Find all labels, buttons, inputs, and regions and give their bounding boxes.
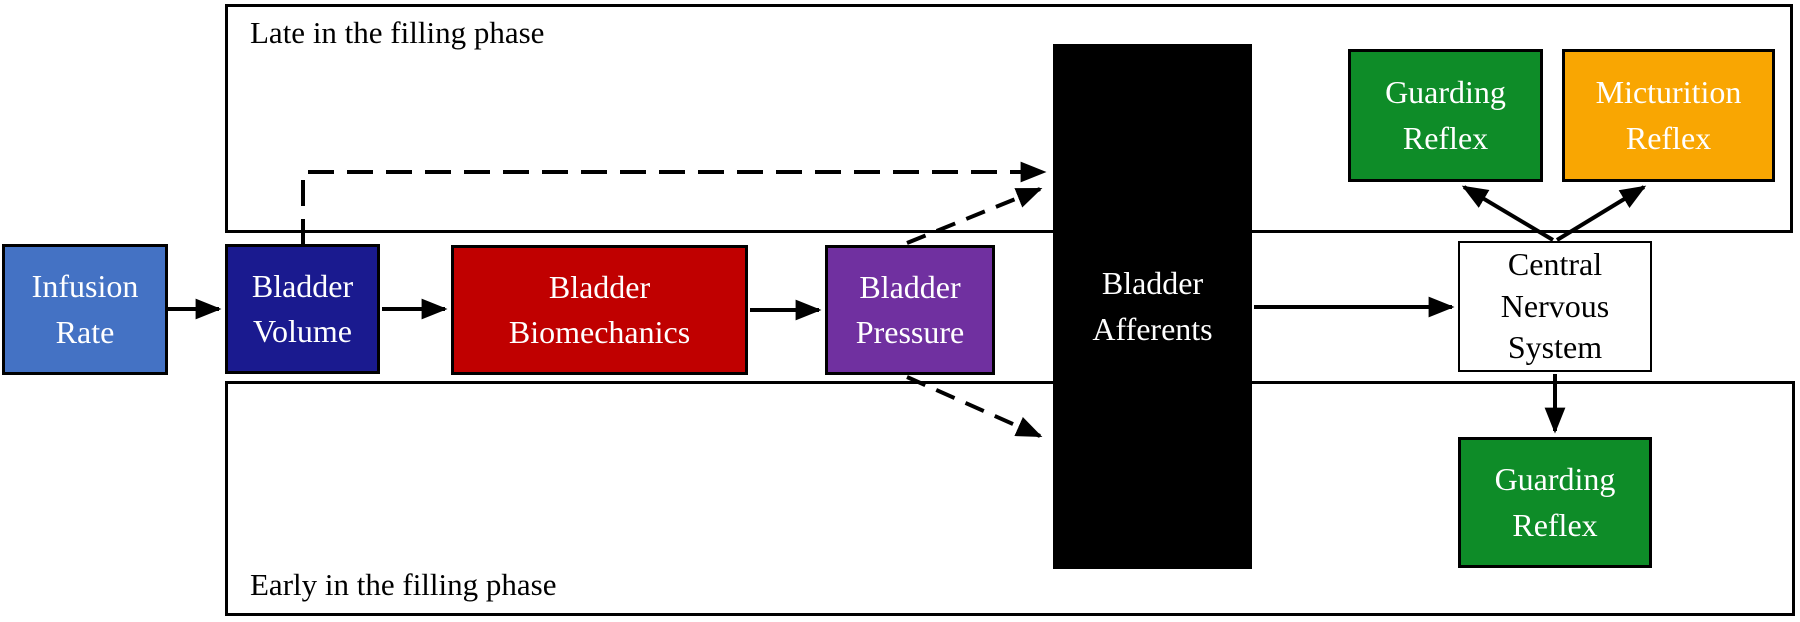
node-bladder-pressure-line1: Bladder xyxy=(859,268,961,305)
late-phase-region: Late in the filling phase xyxy=(225,4,1793,233)
node-bladder-afferents-line2: Afferents xyxy=(1092,310,1213,347)
late-phase-label: Late in the filling phase xyxy=(250,15,545,50)
node-micturition-reflex-line1: Micturition xyxy=(1595,74,1742,111)
node-infusion-rate: Infusion Rate xyxy=(2,244,168,375)
node-infusion-rate-line1: Infusion xyxy=(31,268,139,305)
node-bladder-volume: Bladder Volume xyxy=(225,244,380,374)
node-central-nervous-system: Central Nervous System xyxy=(1458,241,1652,372)
node-bladder-volume-line2: Volume xyxy=(253,313,352,349)
node-cns-line3: System xyxy=(1507,329,1603,366)
early-phase-label: Early in the filling phase xyxy=(250,567,557,602)
node-bladder-pressure: Bladder Pressure xyxy=(825,245,995,375)
node-bladder-afferents-line1: Bladder xyxy=(1101,265,1204,302)
node-guarding-reflex-late: Guarding Reflex xyxy=(1348,49,1543,182)
node-bladder-afferents: Bladder Afferents xyxy=(1053,44,1252,569)
node-bladder-pressure-line2: Pressure xyxy=(855,314,965,350)
node-cns-line2: Nervous xyxy=(1500,287,1610,324)
node-cns-line1: Central xyxy=(1507,246,1603,283)
node-micturition-reflex-line2: Reflex xyxy=(1625,119,1712,156)
node-bladder-volume-line1: Bladder xyxy=(251,267,354,304)
node-guarding-reflex-early-line2: Reflex xyxy=(1512,506,1598,543)
node-micturition-reflex: Micturition Reflex xyxy=(1562,49,1775,182)
node-bladder-biomechanics: Bladder Biomechanics xyxy=(451,245,748,375)
node-guarding-reflex-late-line1: Guarding xyxy=(1385,74,1506,111)
node-guarding-reflex-late-line2: Reflex xyxy=(1402,119,1489,156)
node-infusion-rate-line2: Rate xyxy=(55,313,115,350)
node-guarding-reflex-early-line1: Guarding xyxy=(1494,461,1616,498)
node-bladder-biomechanics-line2: Biomechanics xyxy=(508,314,691,350)
node-bladder-biomechanics-line1: Bladder xyxy=(548,268,651,305)
node-guarding-reflex-early: Guarding Reflex xyxy=(1458,437,1652,568)
